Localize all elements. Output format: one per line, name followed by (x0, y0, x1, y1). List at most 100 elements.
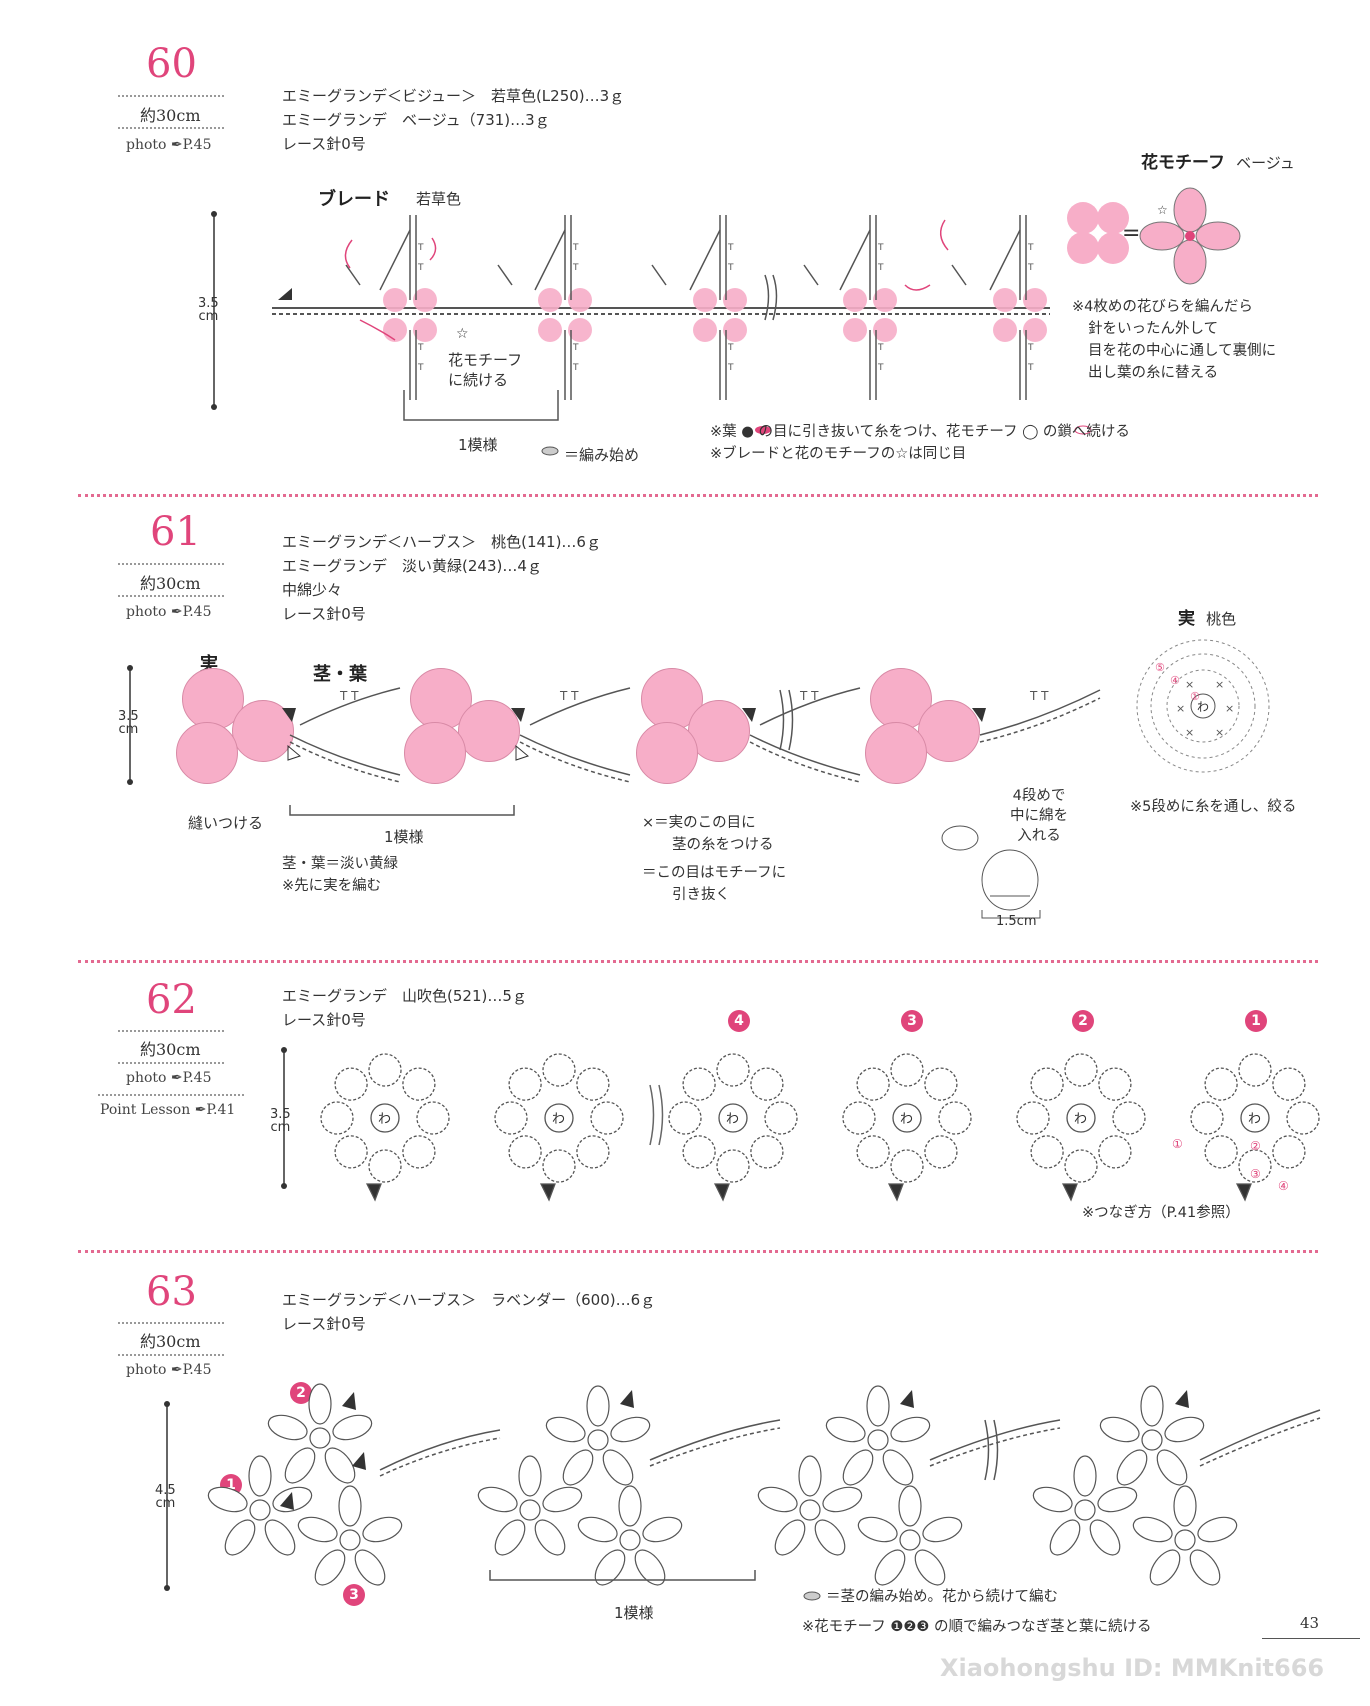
ring-mark: わ (552, 1112, 565, 1127)
petal-loop (368, 1053, 402, 1087)
petal (610, 1416, 651, 1443)
berry-note: ※5段めに糸を通し、絞る (1130, 799, 1297, 815)
svg-text:×: × (1185, 726, 1194, 739)
motif-number-3: 3 (343, 1584, 365, 1606)
svg-text:T: T (572, 263, 579, 273)
start-legend: ＝編み始め (564, 446, 640, 464)
petal-loop (1238, 1149, 1272, 1183)
petal-loop (494, 1101, 528, 1135)
svg-text:③: ③ (1250, 1167, 1261, 1181)
petal (1099, 1416, 1140, 1443)
petal (1073, 1455, 1097, 1497)
divider (118, 1322, 224, 1324)
flower-center (339, 1529, 361, 1551)
petal-loop (590, 1101, 624, 1135)
petal-loop (856, 1135, 890, 1169)
motif-number-2: 2 (1072, 1010, 1094, 1032)
order-note: ※花モチーフ ❶❷❸ の順で編みつなぎ茎と葉に続ける (802, 1619, 1152, 1635)
berry (641, 668, 703, 730)
petal (602, 1449, 634, 1486)
continue-label: 花モチーフに続ける (448, 351, 523, 389)
flower-center (1074, 1499, 1096, 1521)
svg-text:T: T (727, 243, 734, 253)
petal (586, 1385, 610, 1427)
petal (634, 1549, 666, 1586)
flower-motif-title: 花モチーフ ベージュ (1141, 153, 1295, 173)
material-line: 中綿少々 (282, 581, 343, 599)
motif-number-4: 4 (728, 1010, 750, 1032)
pattern-number-61: 61 (150, 509, 201, 555)
start-marker (887, 1183, 904, 1202)
stem-leaf-label: 茎・葉 (313, 664, 367, 685)
svg-text:T: T (417, 343, 424, 353)
ring-mark: わ (726, 1112, 739, 1127)
ring-center (370, 1103, 400, 1133)
svg-text:☆: ☆ (456, 326, 469, 342)
berry (404, 722, 466, 784)
material-line: レース針0号 (282, 135, 366, 153)
berry-chart-title: 実 桃色 (1178, 609, 1237, 629)
point-lesson-ref: Point Lesson ✒P.41 (100, 1102, 236, 1118)
petal-loop (402, 1067, 436, 1101)
petal (362, 1516, 403, 1543)
svg-text:T T: T T (559, 689, 579, 703)
petal-loop (716, 1149, 750, 1183)
motif-number-1: 1 (1245, 1010, 1267, 1032)
photo-ref: photo ✒P.45 (126, 137, 212, 153)
petal (914, 1549, 946, 1586)
pattern-number-60: 60 (146, 41, 197, 87)
svg-text:T: T (417, 263, 424, 273)
start-marker (1235, 1183, 1252, 1202)
petal (224, 1519, 256, 1556)
pattern-number-63: 63 (146, 1269, 197, 1315)
petal (338, 1485, 362, 1527)
petal-loop (508, 1067, 542, 1101)
material-line: エミーグランデ＜ハーブス＞ 桃色(141)…6ｇ (282, 533, 601, 551)
stuffing-note: 4段めで 中に綿を 入れる (1010, 788, 1068, 844)
petal (1189, 1549, 1221, 1586)
svg-text:①: ① (1172, 1137, 1183, 1151)
petal-loop (1098, 1067, 1132, 1101)
petal (822, 1486, 863, 1513)
petal (332, 1414, 373, 1441)
petal (857, 1516, 898, 1543)
size-label: 約30cm (140, 1332, 201, 1351)
petal (922, 1516, 963, 1543)
petal (207, 1486, 248, 1513)
petal-loop (668, 1101, 702, 1135)
start-marker (1061, 1183, 1078, 1202)
petal (1197, 1516, 1238, 1543)
petal-loop (542, 1149, 576, 1183)
repeat-label: 1模様 (614, 1604, 654, 1622)
petal-loop (682, 1067, 716, 1101)
section-divider (78, 1250, 1318, 1253)
repeat-label: 1模様 (384, 828, 424, 846)
material-line: エミーグランデ＜ハーブス＞ ラベンダー（600)…6ｇ (282, 1291, 656, 1309)
petal-loop (1272, 1135, 1306, 1169)
petal (1156, 1449, 1188, 1486)
svg-text:T T: T T (1029, 689, 1049, 703)
svg-text:T: T (727, 343, 734, 353)
svg-text:×: × (1185, 678, 1194, 691)
ring-center (718, 1103, 748, 1133)
petal-loop (416, 1101, 450, 1135)
divider (118, 1030, 224, 1032)
petal (642, 1516, 683, 1543)
berry (865, 722, 927, 784)
materials-list: エミーグランデ 山吹色(521)…5ｇ レース針0号 (282, 984, 527, 1032)
size-label: 約30cm (140, 1040, 201, 1059)
ring-center (1066, 1103, 1096, 1133)
petal (798, 1455, 822, 1497)
divider (118, 595, 224, 597)
petal (542, 1486, 583, 1513)
petal (518, 1455, 542, 1497)
petal-loop (938, 1101, 972, 1135)
petal-loop (1064, 1149, 1098, 1183)
petal (267, 1414, 308, 1441)
ring-mark: わ (378, 1112, 391, 1127)
materials-list: エミーグランデ＜ハーブス＞ ラベンダー（600)…6ｇ レース針0号 (282, 1288, 655, 1336)
divider (118, 1354, 224, 1356)
svg-text:=: = (1122, 221, 1140, 246)
